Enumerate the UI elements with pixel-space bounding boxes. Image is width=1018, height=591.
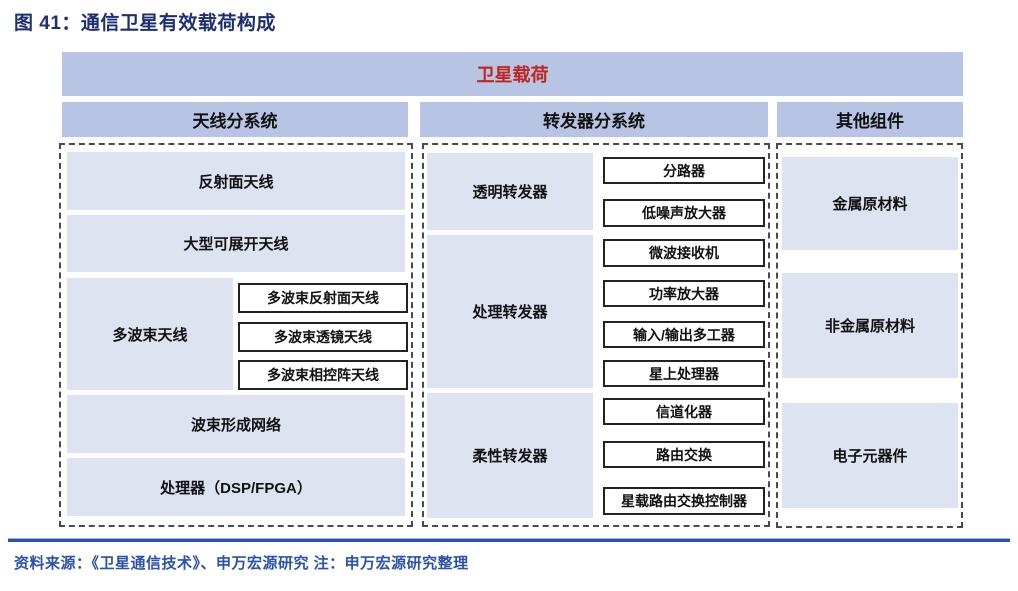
root-node-satellite-payload: 卫星载荷 [62, 52, 963, 96]
node-channelizer: 信道化器 [603, 398, 765, 425]
node-metal-raw-materials: 金属原材料 [782, 157, 958, 250]
node-processing-transponder: 处理转发器 [427, 235, 593, 388]
node-routing-switch: 路由交换 [603, 441, 765, 468]
node-input-output-multiplexer: 输入/输出多工器 [603, 321, 765, 348]
node-splitter: 分路器 [603, 157, 765, 184]
node-onboard-processor: 星上处理器 [603, 360, 765, 387]
other-components-header: 其他组件 [777, 102, 963, 137]
divider-line [8, 538, 1010, 542]
node-beamforming-network: 波束形成网络 [67, 395, 405, 453]
node-multibeam-lens-antenna: 多波束透镜天线 [238, 322, 408, 352]
antenna-subsystem-header: 天线分系统 [62, 102, 408, 137]
node-large-deployable-antenna: 大型可展开天线 [67, 215, 405, 272]
node-nonmetal-raw-materials: 非金属原材料 [782, 273, 958, 378]
figure-title: 图 41：通信卫星有效载荷构成 [14, 13, 276, 34]
transponder-subsystem-header: 转发器分系统 [420, 102, 768, 137]
node-transparent-transponder: 透明转发器 [427, 153, 593, 230]
source-note: 资料来源：《卫星通信技术》、申万宏源研究 注：申万宏源研究整理 [14, 555, 469, 572]
node-low-noise-amplifier: 低噪声放大器 [603, 199, 765, 227]
node-flexible-transponder: 柔性转发器 [427, 393, 593, 518]
node-multibeam-antenna: 多波束天线 [67, 278, 233, 390]
other-components-group-outline [776, 143, 963, 528]
node-onboard-routing-switch-controller: 星载路由交换控制器 [603, 487, 765, 515]
node-multibeam-reflector-antenna: 多波束反射面天线 [238, 283, 408, 313]
node-microwave-receiver: 微波接收机 [603, 239, 765, 267]
antenna-subsystem-group-outline [59, 143, 413, 527]
node-multibeam-phased-array-antenna: 多波束相控阵天线 [238, 360, 408, 390]
node-power-amplifier: 功率放大器 [603, 280, 765, 307]
transponder-subsystem-group-outline [422, 143, 770, 527]
root-node-label: 卫星载荷 [476, 65, 549, 85]
node-electronic-components: 电子元器件 [782, 403, 958, 508]
node-reflector-antenna: 反射面天线 [67, 152, 405, 210]
node-processor-dsp-fpga: 处理器（DSP/FPGA） [67, 458, 405, 516]
